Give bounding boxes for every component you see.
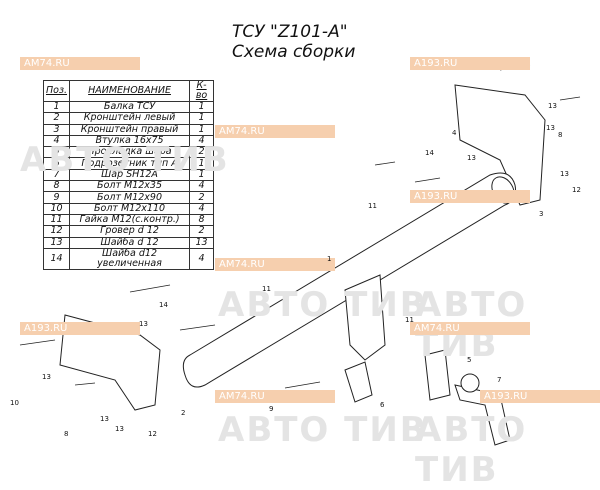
cell-pos: 9 (42, 191, 71, 204)
callout-label: 13 (42, 373, 51, 381)
callout-label: 13 (467, 154, 476, 162)
cell-qty: 4 (189, 247, 215, 270)
callout-label: 12 (572, 186, 581, 194)
callout-label: 2 (181, 409, 186, 417)
callout-label: 11 (368, 202, 377, 210)
callout-label: 11 (262, 285, 271, 293)
callout-label: 6 (380, 401, 385, 409)
watermark-site: AM74.RU (215, 390, 335, 403)
cell-name: Шайба d12 увеличенная (69, 247, 191, 270)
watermark-site: AM74.RU (20, 57, 140, 70)
watermark-site: A193.RU (410, 190, 530, 203)
watermark-site: AM74.RU (410, 322, 530, 335)
watermark-site: A193.RU (480, 390, 600, 403)
drawing-title: ТСУ "Z101-A" Схема сборки (232, 22, 355, 62)
ball-mount-bracket (344, 274, 386, 361)
callout-label: 13 (115, 425, 124, 433)
title-line1: ТСУ "Z101-A" (232, 22, 348, 42)
callout-label: 8 (558, 131, 563, 139)
tow-ball (460, 373, 480, 393)
callout-label: 13 (546, 124, 555, 132)
callout-label: 11 (405, 316, 414, 324)
bracket-left (59, 314, 161, 411)
cell-pos: 13 (42, 236, 71, 249)
callout-label: 14 (425, 149, 434, 157)
cell-qty: 13 (189, 236, 215, 249)
watermark-site: A193.RU (20, 322, 140, 335)
cell-pos: 14 (42, 247, 71, 270)
ball-socket-plate (344, 361, 373, 403)
watermark-site: AM74.RU (215, 258, 335, 271)
callout-label: 12 (148, 430, 157, 438)
watermark-site: A193.RU (410, 57, 530, 70)
callout-label: 13 (100, 415, 109, 423)
callout-label: 9 (269, 405, 274, 413)
spacer-plates (424, 349, 451, 401)
header-qty: К-во (189, 80, 215, 102)
table-header: Поз. НАИМЕНОВАНИЕ К-во (42, 80, 215, 102)
callout-label: 13 (139, 320, 148, 328)
callout-label: 5 (467, 356, 472, 364)
callout-label: 14 (159, 301, 168, 309)
callout-label: 13 (560, 170, 569, 178)
callout-label: 10 (10, 399, 19, 407)
callout-label: 4 (452, 129, 457, 137)
callout-label: 7 (497, 376, 502, 384)
callout-label: 13 (548, 102, 557, 110)
callout-label: 1 (327, 255, 332, 263)
watermark-site: AM74.RU (215, 125, 335, 138)
title-line2: Схема сборки (232, 42, 356, 62)
assembly-drawing (19, 64, 581, 446)
cell-pos: 12 (42, 225, 71, 238)
callout-label: 3 (539, 210, 544, 218)
callout-label: 8 (64, 430, 69, 438)
bracket-right (454, 84, 546, 206)
tow-bar-beam (182, 172, 516, 388)
